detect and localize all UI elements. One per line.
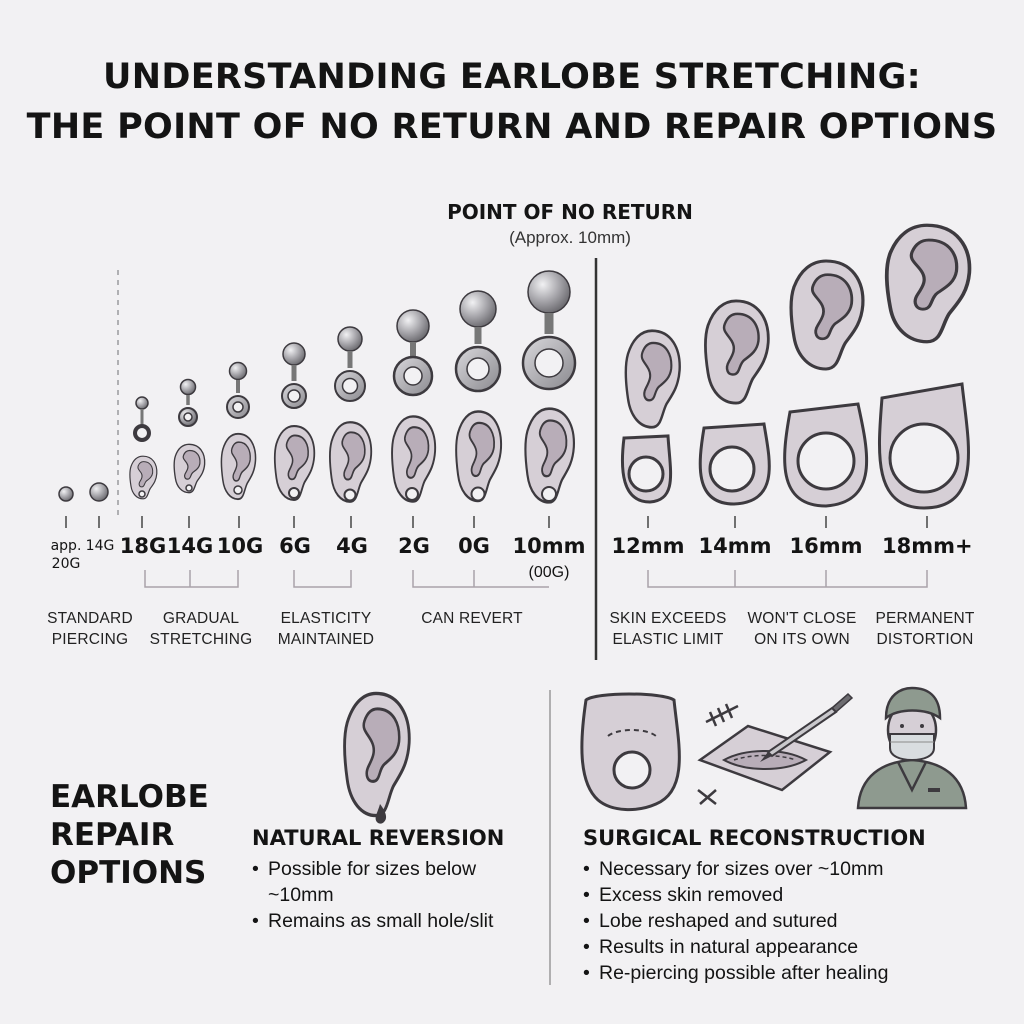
stretched-lobe-icon <box>698 422 771 506</box>
page-title-line-2: THE POINT OF NO RETURN AND REPAIR OPTION… <box>26 107 998 147</box>
ball-jewelry-icon <box>58 482 109 502</box>
range-elasticity-maintained: ELASTICITY MAINTAINED <box>277 610 375 648</box>
tunnel-icon <box>226 361 250 419</box>
tunnel-icon <box>454 290 502 393</box>
tunnel-icon <box>281 342 307 409</box>
gauge-label-18mm: 18mm+ <box>882 534 973 558</box>
gauge-label-10mm: 10mm <box>512 534 586 558</box>
list-item: Necessary for sizes over ~10mm <box>583 857 1003 883</box>
gauge-label-10g: 10G <box>216 534 264 558</box>
natural-reversion-title: NATURAL REVERSION <box>252 826 505 850</box>
range-wont-close: WON'T CLOSE ON ITS OWN <box>747 610 857 648</box>
gauge-label-12mm: 12mm <box>611 534 685 558</box>
surgical-reconstruction-title: SURGICAL RECONSTRUCTION <box>583 826 926 850</box>
stretched-lobe-icon <box>580 692 681 812</box>
gauge-label-2g: 2G <box>398 534 430 558</box>
suture-icon <box>697 703 739 805</box>
natural-reversion-list: Possible for sizes below ~10mm Remains a… <box>252 857 542 935</box>
list-item: Lobe reshaped and sutured <box>583 909 1003 935</box>
list-item: Possible for sizes below ~10mm <box>252 857 542 909</box>
gauge-label-14mm: 14mm <box>698 534 772 558</box>
gauge-label-6g: 6G <box>279 534 311 558</box>
gauge-label-20g: app. 20G <box>50 538 82 573</box>
list-item: Remains as small hole/slit <box>252 909 542 935</box>
surgeon-icon <box>856 686 968 810</box>
stretched-lobe-icon <box>620 434 673 504</box>
ear-icon <box>624 329 682 429</box>
tick-marks <box>65 516 928 528</box>
ear-icon <box>703 299 770 405</box>
point-of-no-return-sub: (Approx. 10mm) <box>509 228 631 247</box>
range-standard-piercing: STANDARD PIERCING <box>47 610 133 648</box>
ear-icon <box>342 691 411 818</box>
stretched-lobe-icon <box>877 382 970 510</box>
gauge-label-0g: 0G <box>458 534 490 558</box>
gauge-label-14g-small: 14G <box>85 538 115 554</box>
tunnel-icon <box>392 309 434 397</box>
range-gradual-stretching: GRADUAL STRETCHING <box>149 610 253 648</box>
ear-icon <box>789 259 865 371</box>
tunnel-icon <box>178 378 198 427</box>
range-can-revert: CAN REVERT <box>421 610 523 627</box>
scalpel-icon <box>760 692 854 762</box>
repair-options-heading: EARLOBE REPAIR OPTIONS <box>50 779 209 892</box>
page-title-line-1: UNDERSTANDING EARLOBE STRETCHING: <box>103 57 921 97</box>
gauge-label-18g: 18G <box>119 534 167 558</box>
surgical-reconstruction-list: Necessary for sizes over ~10mm Excess sk… <box>583 857 1003 987</box>
gauge-label-14g: 14G <box>166 534 214 558</box>
range-brackets <box>144 570 928 588</box>
tunnel-icon <box>521 270 577 391</box>
point-of-no-return-label: POINT OF NO RETURN <box>447 200 693 224</box>
gauge-label-16mm: 16mm <box>789 534 863 558</box>
list-item: Excess skin removed <box>583 883 1003 909</box>
list-item: Results in natural appearance <box>583 935 1003 961</box>
range-permanent-distortion: PERMANENT DISTORTION <box>875 610 975 648</box>
list-item: Re-piercing possible after healing <box>583 961 1003 987</box>
tunnel-icon <box>133 396 151 442</box>
gauge-sub-00g: (00G) <box>528 564 570 581</box>
tunnel-icon <box>334 326 366 402</box>
stretched-lobe-icon <box>783 402 869 508</box>
range-skin-exceeds: SKIN EXCEEDS ELASTIC LIMIT <box>609 610 727 648</box>
ear-icon <box>884 223 972 344</box>
drip-icon <box>375 804 387 824</box>
gauge-label-4g: 4G <box>336 534 368 558</box>
